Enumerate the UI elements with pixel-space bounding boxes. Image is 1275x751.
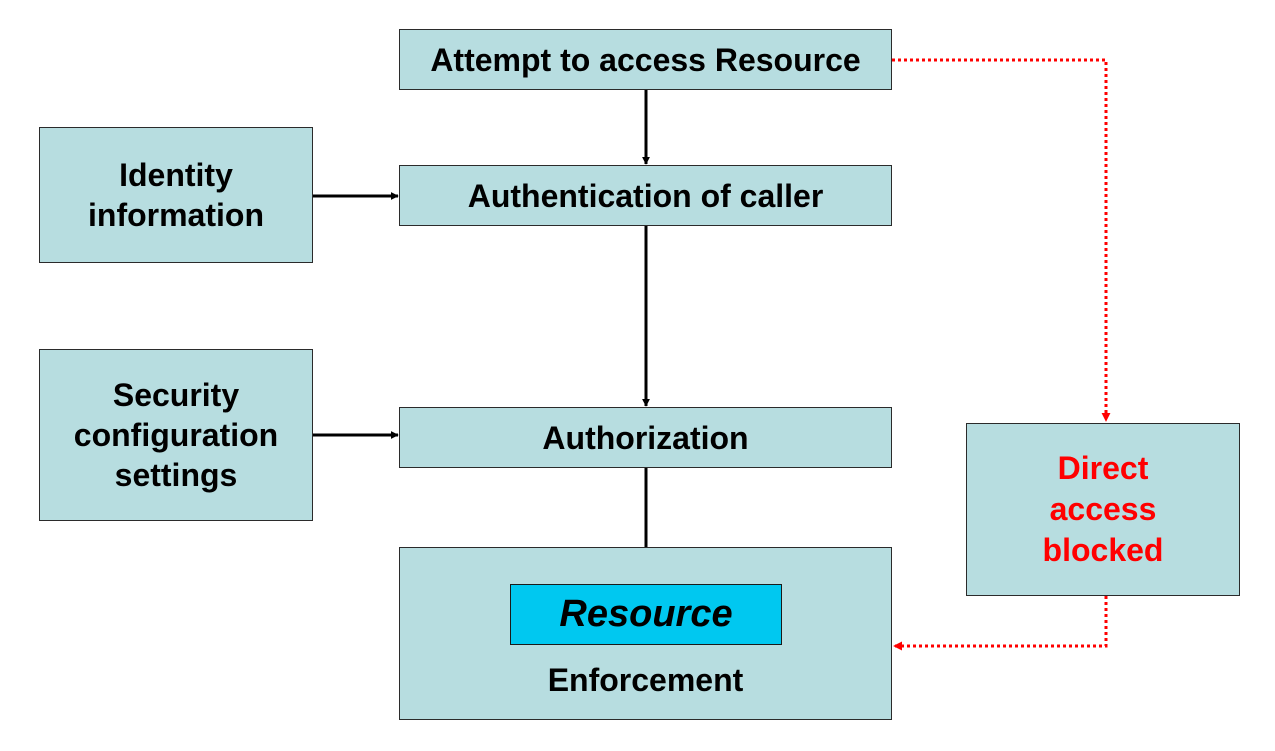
enforcement-node: Resource Enforcement xyxy=(399,547,892,720)
security-label-line-1: Security xyxy=(112,377,240,413)
enforcement-label: Enforcement xyxy=(547,662,744,698)
dotted-arrow-attempt-to-blocked xyxy=(892,58,1111,422)
identity-label-line-1: Identity xyxy=(119,157,233,193)
identity-label-line-2: information xyxy=(88,197,264,233)
attempt-access-node: Attempt to access Resource xyxy=(399,29,892,90)
resource-label: Resource xyxy=(559,592,733,635)
dotted-arrow-blocked-to-enforcement xyxy=(893,596,1108,651)
direct-access-blocked-node: Direct access blocked xyxy=(966,423,1240,596)
security-label-line-2: configuration xyxy=(73,417,279,453)
security-label-line-3: settings xyxy=(114,457,238,493)
blocked-label-line-2: access xyxy=(1049,491,1157,528)
authentication-node: Authentication of caller xyxy=(399,165,892,226)
authorization-node: Authorization xyxy=(399,407,892,468)
attempt-access-label: Attempt to access Resource xyxy=(430,41,861,78)
authorization-label: Authorization xyxy=(542,419,749,456)
authentication-label: Authentication of caller xyxy=(467,177,824,214)
resource-node: Resource xyxy=(510,584,782,645)
blocked-label-line-3: blocked xyxy=(1042,531,1164,568)
security-settings-node: Security configuration settings xyxy=(39,349,313,521)
identity-information-node: Identity information xyxy=(39,127,313,263)
blocked-label-line-1: Direct xyxy=(1057,450,1149,487)
